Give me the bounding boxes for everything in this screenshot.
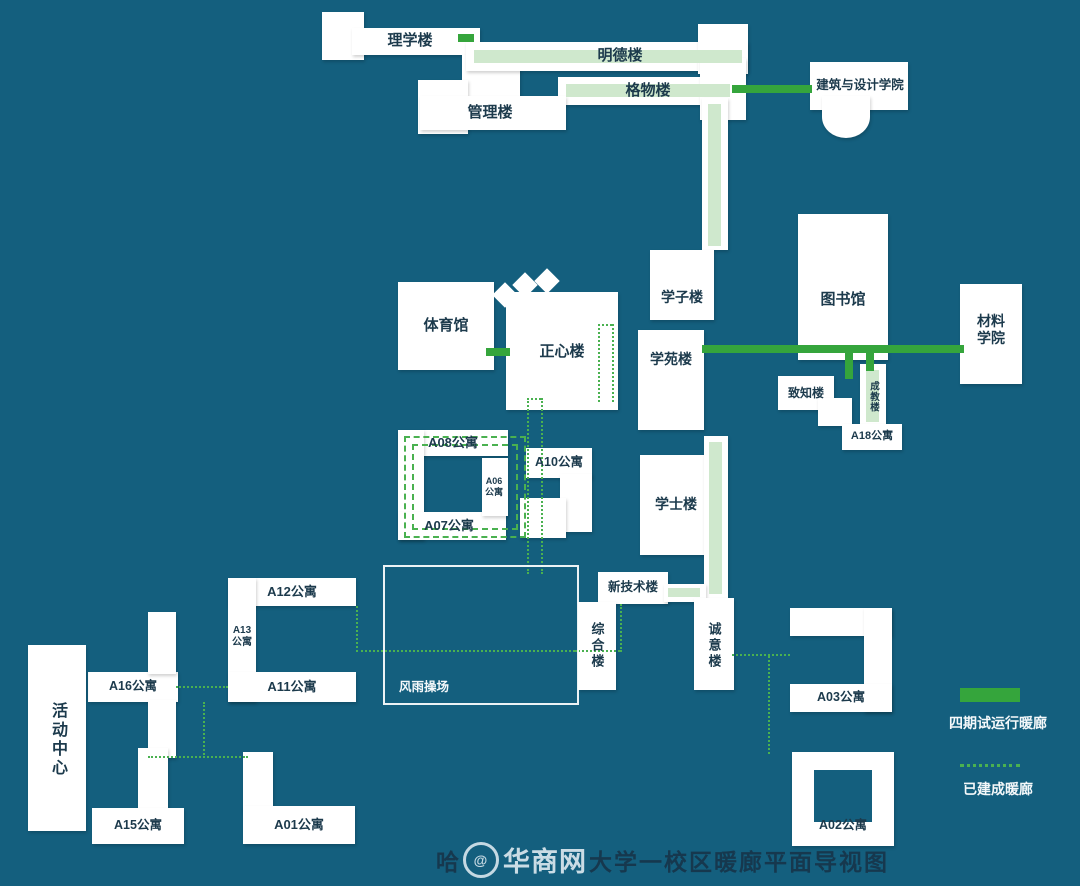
building-a11-bottom xyxy=(228,672,356,702)
corridor-dashed-zhengxin-east-top xyxy=(598,324,612,326)
label-a15: A15公寓 xyxy=(114,818,162,833)
playground-outline xyxy=(383,565,579,705)
building-a16-upper xyxy=(148,612,176,674)
building-chengyilou xyxy=(694,598,734,690)
label-zhizhilou: 致知楼 xyxy=(787,385,824,400)
corridor-solid-to-zhizhilou xyxy=(845,353,853,379)
corridor-pale-chengjiaolou xyxy=(866,370,879,422)
corridor-dashed-a16-a13 xyxy=(176,686,228,688)
building-xueyuanlou xyxy=(638,330,704,430)
corridor-dashed-playground-zonghe xyxy=(575,650,620,652)
corridor-solid-lixuelou xyxy=(458,34,474,42)
corridor-pale-vertical-south xyxy=(709,442,722,594)
label-zhengxinlou: 正心楼 xyxy=(539,342,585,360)
corridor-dashed-a12-down xyxy=(356,606,358,652)
building-xuezilou xyxy=(650,250,714,320)
corridor-dashed-zhengxin-east-1 xyxy=(598,324,600,402)
label-jianzhu: 建筑与设计学院 xyxy=(816,78,904,93)
corridor-dashed-zhengxin-south-top xyxy=(527,398,541,400)
building-a07-bottom xyxy=(398,512,506,540)
map-title-suffix: 大学一校区暖廊平面导视图 xyxy=(589,848,889,875)
building-a02-courtyard xyxy=(814,770,872,822)
corridor-pale-xinjishu xyxy=(668,588,700,597)
corridor-dashed-a03-a02 xyxy=(768,656,770,754)
corridor-solid-tiyuguan-zhengxin xyxy=(486,348,510,356)
building-cailiaoxueyuan xyxy=(960,284,1022,384)
map-title-prefix: 哈 xyxy=(436,848,461,875)
watermark-text: 华商网 xyxy=(503,847,587,877)
label-lixuelou: 理学楼 xyxy=(387,32,433,50)
corridor-dashed-zonghe xyxy=(620,604,622,652)
label-mingdelou: 明德楼 xyxy=(597,47,643,65)
building-tiyuguan xyxy=(398,282,494,370)
label-zonghelou: 综合楼 xyxy=(589,622,605,670)
corridor-dashed-zhengxin-south-2 xyxy=(541,398,543,574)
label-tushuguan: 图书馆 xyxy=(820,290,866,308)
corridor-dashed-chengyi-a03 xyxy=(732,654,790,656)
building-zonghelou xyxy=(578,602,616,690)
building-a18 xyxy=(842,424,902,450)
label-guanlilou: 管理楼 xyxy=(467,103,513,121)
legend-solid-label: 四期试运行暖廊 xyxy=(949,715,1047,732)
zhengxinlou-notch xyxy=(534,268,560,294)
map-title: 哈 @ 华商网 大学一校区暖廊平面导视图 xyxy=(436,840,889,879)
building-huodongzhongxin xyxy=(28,645,86,831)
building-a03-bottom xyxy=(790,684,892,712)
corridor-pale-mingdelou xyxy=(474,50,742,63)
corridor-solid-east-main xyxy=(702,345,964,353)
label-a03: A03公寓 xyxy=(817,690,865,705)
building-tushuguan xyxy=(798,214,888,360)
building-a06-strip xyxy=(482,458,508,516)
building-a01-vert xyxy=(243,752,273,812)
building-a10-top xyxy=(526,448,592,478)
building-guanlilou-bar xyxy=(420,96,566,130)
label-a13: A13公寓 xyxy=(232,624,252,649)
label-xueshilou: 学士楼 xyxy=(655,496,697,513)
label-a11: A11公寓 xyxy=(267,678,317,694)
label-xuezilou: 学子楼 xyxy=(661,289,703,306)
corridor-pale-vertical-north xyxy=(708,104,721,246)
corridor-dashed-a15-a01 xyxy=(148,756,248,758)
watermark-logo-icon: @ xyxy=(463,841,499,878)
label-chengjiaolou: 成教楼 xyxy=(868,381,879,413)
legend-dashed-swatch xyxy=(960,764,1020,767)
label-a07: A07公寓 xyxy=(424,517,474,533)
label-a02: A02公寓 xyxy=(819,818,867,833)
label-tiyuguan: 体育馆 xyxy=(423,316,469,334)
corridor-dashed-zhengxin-south-1 xyxy=(527,398,529,574)
building-a16-bar xyxy=(88,672,178,702)
building-jianzhu-round xyxy=(822,96,870,138)
corridor-dashed-a08-loop-outer xyxy=(404,436,526,538)
label-cailiaoxueyuan: 材料学院 xyxy=(977,312,1005,347)
label-a18: A18公寓 xyxy=(850,430,894,443)
building-xinjishulou xyxy=(598,572,668,604)
label-a16: A16公寓 xyxy=(109,679,157,694)
label-xinjishulou: 新技术楼 xyxy=(607,580,658,595)
building-a15-vert xyxy=(138,748,168,812)
corridor-solid-to-chengjiaolou xyxy=(866,353,874,371)
label-chengyilou: 诚意楼 xyxy=(706,622,722,670)
label-fengyucaochang: 风雨操场 xyxy=(398,680,449,695)
label-a10: A10公寓 xyxy=(535,455,583,470)
label-a12: A12公寓 xyxy=(267,583,317,599)
legend-dashed-label: 已建成暖廊 xyxy=(963,781,1033,798)
building-xueshilou xyxy=(640,455,712,555)
corridor-dashed-zhengxin-east-2 xyxy=(612,324,614,402)
corridor-dashed-a16-south xyxy=(203,702,205,758)
label-gewulou: 格物楼 xyxy=(625,81,671,99)
building-a15-bar xyxy=(92,808,184,844)
label-a06: A06公寓 xyxy=(484,475,503,497)
watermark: @ 华商网 xyxy=(463,840,587,879)
corridor-pale-gewulou xyxy=(566,84,730,97)
label-huodongzhongxin: 活动中心 xyxy=(49,702,66,778)
building-a01-bar xyxy=(243,806,355,844)
label-a08: A08公寓 xyxy=(428,434,478,450)
corridor-solid-gewulou-jianzhu xyxy=(732,85,812,93)
corridor-dashed-a08-loop-inner xyxy=(412,444,518,530)
building-zhizhilou-b xyxy=(818,398,852,426)
corridor-dashed-playground xyxy=(356,650,575,652)
legend-solid-swatch xyxy=(960,688,1020,702)
label-a01: A01公寓 xyxy=(274,816,324,832)
label-xueyuanlou: 学苑楼 xyxy=(650,351,692,368)
